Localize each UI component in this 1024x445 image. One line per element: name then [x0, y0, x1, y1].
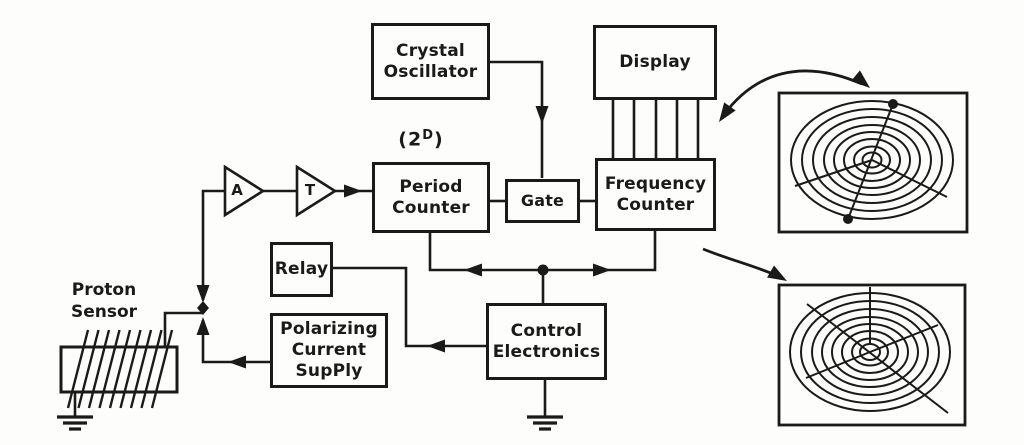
frequency-counter-block: Frequency Counter [595, 158, 716, 231]
curved-arrow-display-pattern [721, 69, 863, 117]
gate-label: Gate [520, 191, 565, 211]
relay-block: Relay [270, 242, 333, 297]
period-counter-annotation: (2D) [388, 127, 454, 150]
annotation-suffix: ) [434, 128, 444, 151]
arrow-up-into-node [196, 317, 210, 335]
proton-sensor-label: Proton Sensor [70, 280, 138, 323]
display-label: Display [619, 52, 691, 73]
wire-sensor-to-amplifier [201, 189, 225, 300]
long-diagonal-spoke [806, 303, 949, 414]
display-bus-lines [611, 100, 700, 158]
polarizing-current-supply-block: Polarizing Current SupPly [270, 313, 388, 388]
amplifier-t-triangle [295, 164, 338, 218]
crystal-oscillator-label: Crystal Oscillator [383, 40, 478, 82]
wire-supply-to-sensor [201, 320, 270, 364]
arrow-down-crystal-gate [535, 106, 549, 124]
arrow-left-common-line [464, 263, 482, 277]
sensor-node-diamond [197, 301, 209, 315]
arrow-right-into-period [344, 184, 362, 198]
arrow-down-into-node [196, 285, 210, 303]
polarizing-supply-label: Polarizing Current SupPly [280, 319, 378, 381]
coil-winding-hatching [66, 329, 174, 409]
precession-pattern-bottom [777, 283, 967, 427]
crystal-oscillator-block: Crystal Oscillator [371, 23, 490, 100]
wire-control-to-relay [333, 266, 486, 348]
arrow-right-common-line [593, 263, 611, 277]
control-ground-icon [527, 415, 563, 431]
curved-arrowhead-left [719, 102, 736, 122]
display-block: Display [593, 25, 717, 100]
sensor-body [59, 345, 179, 394]
period-counter-label: Period Counter [392, 176, 470, 218]
control-electronics-block: Control Electronics [486, 303, 607, 380]
arrow-left-control-relay [427, 339, 445, 353]
wire-junction-dot [537, 264, 549, 276]
amplifier-t-label: T [304, 181, 316, 199]
pattern-frame-top [777, 91, 969, 234]
curved-arrow-to-bottom-pattern [702, 247, 781, 279]
proton-sensor-coil [59, 329, 179, 409]
gate-block: Gate [505, 179, 580, 223]
axis-dot-top [888, 99, 898, 109]
amplifier-a-triangle [223, 164, 266, 218]
wire-crystal-to-gate [490, 60, 544, 178]
precession-pattern-top [777, 91, 969, 234]
relay-label: Relay [274, 259, 329, 280]
wire-counters-common [428, 231, 657, 272]
pattern-frame-bottom [777, 283, 967, 427]
sensor-ground-icon [57, 415, 93, 431]
annotation-prefix: (2 [398, 128, 423, 151]
curved-arrowhead-right [850, 70, 870, 88]
sensor-top-lead [163, 311, 203, 347]
arrow-left-supply-line [228, 355, 246, 369]
axis-dot-bottom [843, 214, 853, 224]
period-counter-block: Period Counter [372, 162, 490, 233]
curved-arrowhead-bottom [767, 265, 787, 281]
amplifier-a-label: A [231, 181, 243, 199]
frequency-counter-label: Frequency Counter [604, 173, 707, 215]
control-electronics-label: Control Electronics [492, 320, 601, 362]
annotation-exponent: D [422, 128, 434, 143]
